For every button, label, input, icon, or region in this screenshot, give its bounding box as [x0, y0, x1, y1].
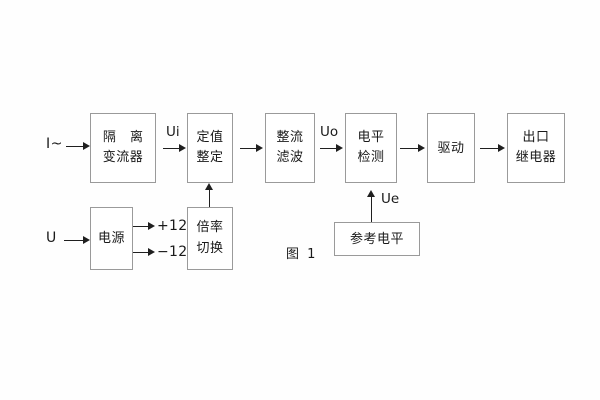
block-reference-level-line-1: 参考电平 — [349, 231, 404, 247]
arrowhead-rail-negative — [148, 248, 155, 256]
block-output-relay: 出口 继电器 — [507, 113, 565, 183]
wire-voltage-input — [64, 240, 84, 241]
block-setting-value-line-2: 整定 — [196, 150, 224, 165]
terminal-label-current-input: I~ — [46, 136, 63, 152]
block-level-detect: 电平 检测 — [345, 113, 397, 183]
block-ratio-switch-line-1: 倍率 — [196, 220, 224, 236]
block-ratio-switch-line-2: 切换 — [196, 240, 224, 256]
block-ratio-switch: 倍率 切换 — [187, 207, 233, 270]
wire-level-to-drive — [400, 148, 419, 149]
block-drive: 驱动 — [427, 113, 475, 183]
block-output-relay-line-2: 继电器 — [515, 150, 557, 165]
block-power-supply: 电源 — [90, 207, 133, 270]
signal-label-ui: Ui — [166, 124, 180, 140]
arrowhead-rail-positive — [148, 222, 155, 230]
arrowhead-level-to-drive — [418, 144, 425, 152]
arrowhead-ratio-to-setting — [205, 183, 213, 190]
arrowhead-ui — [179, 144, 186, 152]
block-output-relay-line-1: 出口 — [522, 129, 550, 145]
wire-current-input — [66, 146, 84, 147]
arrowhead-voltage-input — [83, 236, 90, 244]
block-isolation-ct-line-1: 隔 离 — [102, 129, 149, 145]
block-reference-level: 参考电平 — [334, 222, 420, 256]
signal-label-uo: Uo — [320, 124, 339, 140]
block-drive-line-1: 驱动 — [437, 140, 465, 156]
block-level-detect-line-2: 检测 — [357, 150, 385, 165]
block-rectify-filter-line-1: 整流 — [276, 129, 304, 145]
signal-label-ue: Ue — [381, 191, 400, 207]
block-isolation-ct-line-2: 变流器 — [102, 150, 144, 165]
block-setting-value-line-1: 定值 — [196, 129, 224, 145]
wire-rail-positive — [133, 226, 149, 227]
block-rectify-filter: 整流 滤波 — [265, 113, 315, 183]
arrowhead-drive-to-relay — [498, 144, 505, 152]
figure-caption: 图 1 — [286, 247, 318, 262]
wire-rail-negative — [133, 252, 149, 253]
block-setting-value: 定值 整定 — [187, 113, 233, 183]
terminal-label-voltage-input: U — [46, 230, 57, 246]
block-power-supply-line-1: 电源 — [97, 231, 125, 246]
wire-drive-to-relay — [480, 148, 499, 149]
wire-ratio-to-setting — [209, 190, 210, 207]
wire-setting-to-rectify — [240, 148, 257, 149]
wire-ui — [163, 148, 180, 149]
arrowhead-current-input — [83, 142, 90, 150]
block-level-detect-line-1: 电平 — [357, 129, 385, 145]
wire-uo — [320, 148, 337, 149]
block-isolation-ct: 隔 离 变流器 — [90, 113, 156, 183]
wire-ue — [371, 197, 372, 222]
arrowhead-uo — [336, 144, 343, 152]
arrowhead-setting-to-rectify — [256, 144, 263, 152]
arrowhead-ue — [367, 190, 375, 197]
block-rectify-filter-line-2: 滤波 — [276, 150, 304, 165]
